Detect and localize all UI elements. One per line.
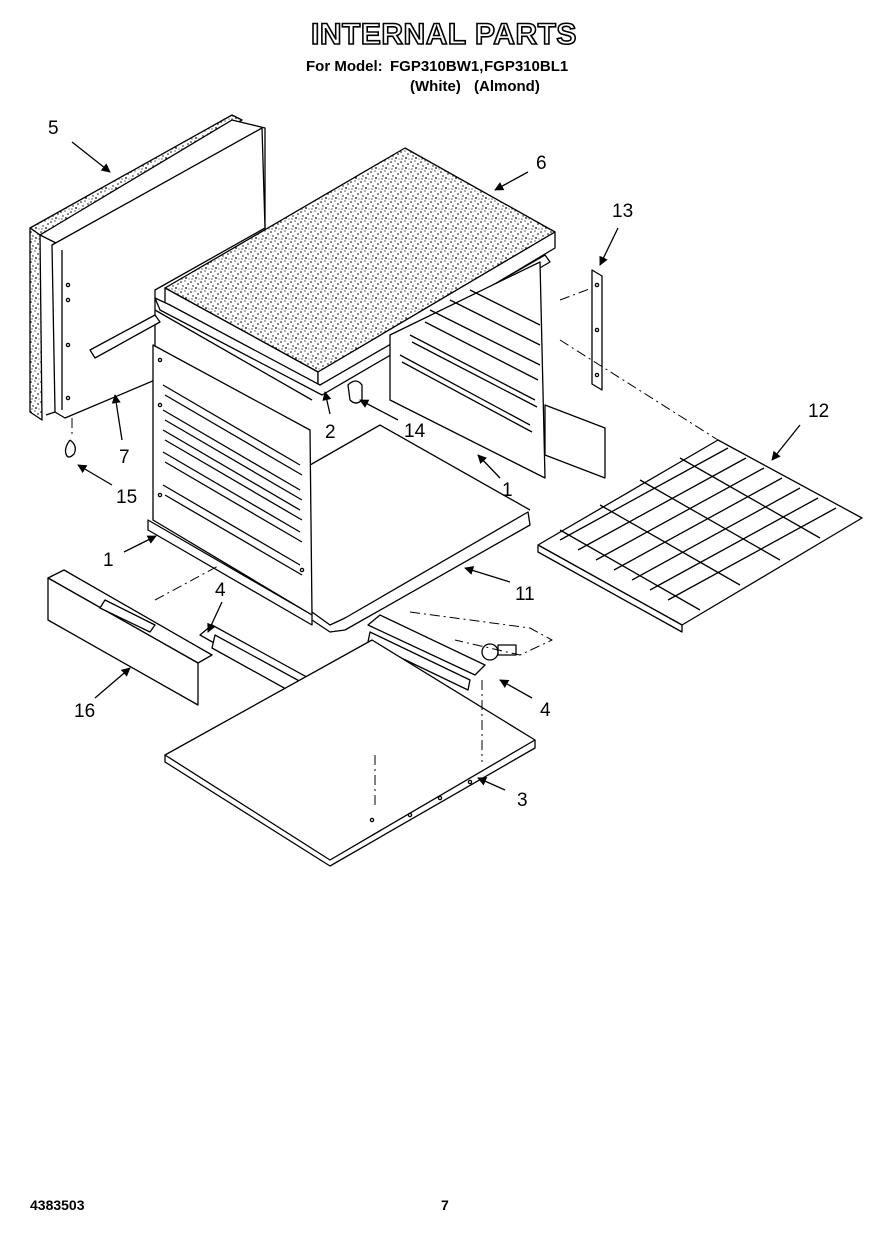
callout-3: 3 xyxy=(517,790,528,811)
callout-1-left: 1 xyxy=(103,550,114,571)
model-prefix: For Model: xyxy=(306,58,383,75)
callout-2: 2 xyxy=(325,422,336,443)
callout-6: 6 xyxy=(536,153,547,174)
callout-15: 15 xyxy=(116,487,137,508)
document-number: 4383503 xyxy=(30,1197,85,1213)
color-white: (White) xyxy=(410,78,461,95)
rack-support-bracket xyxy=(591,269,603,391)
callout-11: 11 xyxy=(515,584,535,605)
page-number: 7 xyxy=(441,1197,449,1213)
callout-4-left: 4 xyxy=(215,580,226,601)
callout-5: 5 xyxy=(48,118,59,139)
oven-rack xyxy=(537,439,863,633)
callout-16: 16 xyxy=(74,701,95,722)
back-insulation-panel xyxy=(29,114,266,421)
oven-bottom xyxy=(311,511,531,633)
page-title: INTERNAL PARTS xyxy=(310,17,577,52)
assembly-lines xyxy=(71,287,719,808)
model-number-almond: FGP310BL1 xyxy=(484,58,569,75)
right-burner-bracket xyxy=(367,614,517,691)
callout-7: 7 xyxy=(119,447,130,468)
callout-12: 12 xyxy=(808,401,829,422)
callout-4-right: 4 xyxy=(540,700,551,721)
model-number-white: FGP310BW1, xyxy=(390,58,484,75)
hook-clip xyxy=(64,439,76,458)
front-trim xyxy=(47,569,213,706)
callout-arrows xyxy=(71,141,801,791)
right-oven-wall xyxy=(389,261,606,479)
callout-14: 14 xyxy=(404,421,426,442)
bottom-pan xyxy=(164,639,536,867)
callout-labels: 5 6 13 7 2 14 12 15 1 1 11 4 4 16 3 xyxy=(48,118,829,811)
left-oven-wall xyxy=(147,344,531,626)
callout-13: 13 xyxy=(612,201,633,222)
rack-clip xyxy=(347,380,363,404)
back-wall-panel xyxy=(45,127,266,419)
color-almond: (Almond) xyxy=(474,78,540,95)
oven-top-wrapper xyxy=(154,254,551,401)
callout-1-right: 1 xyxy=(502,480,513,501)
